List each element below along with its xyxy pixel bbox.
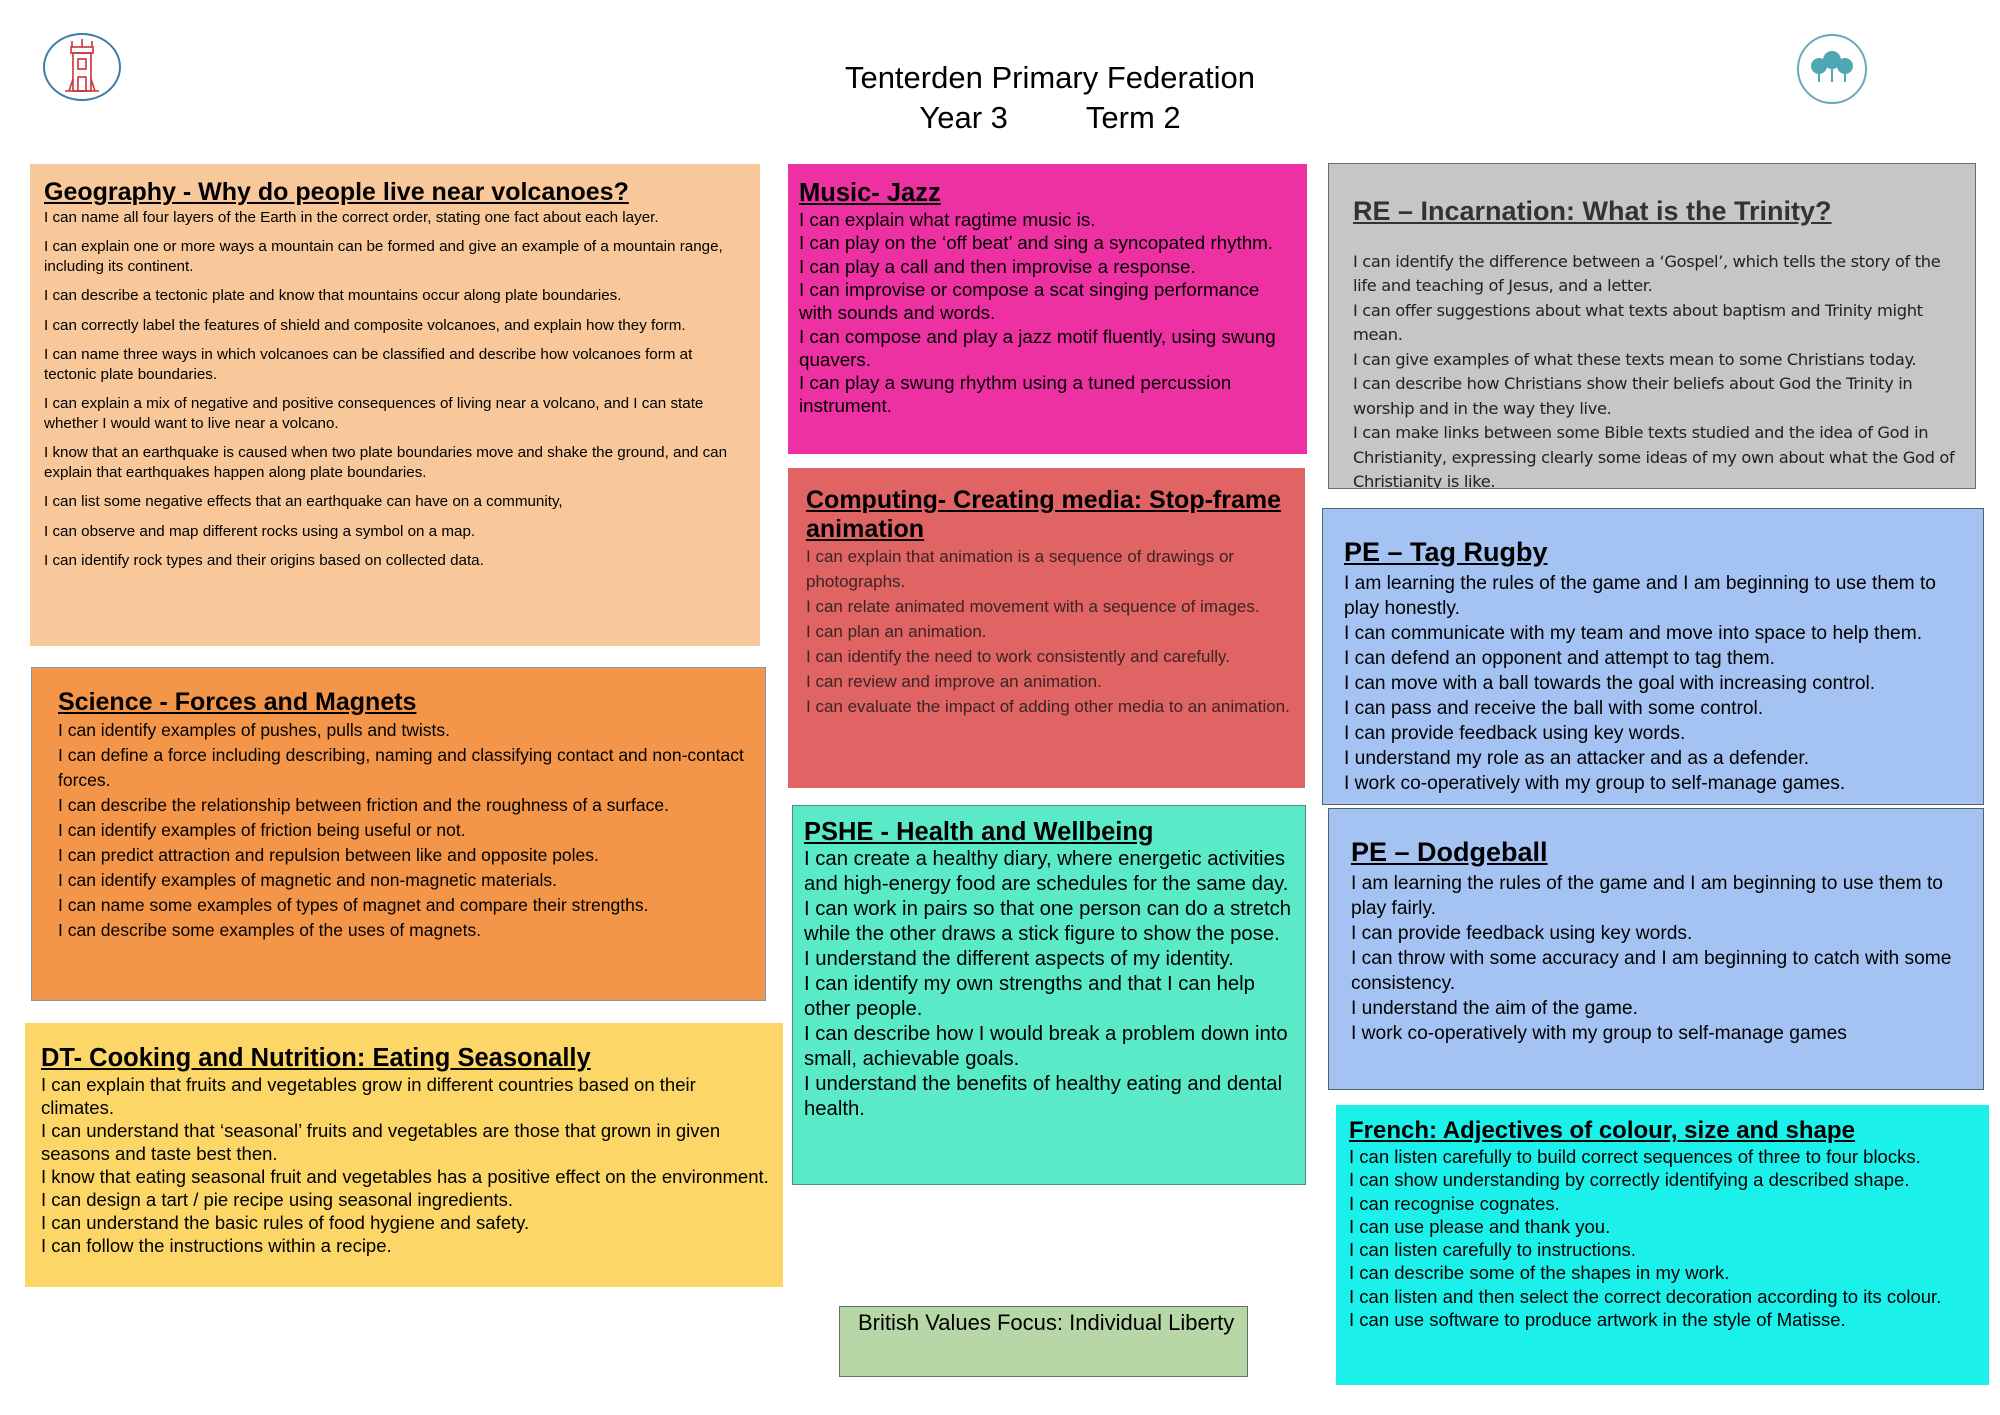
french-item: I can listen carefully to build correct … (1349, 1146, 1921, 1167)
computing-item: I can evaluate the impact of adding othe… (806, 697, 1290, 716)
geography-item: I can observe and map different rocks us… (44, 522, 476, 540)
pe-dodgeball-box: PE – Dodgeball I am learning the rules o… (1328, 808, 1984, 1090)
pshe-box: PSHE - Health and Wellbeing I can create… (792, 805, 1306, 1185)
computing-item: I can identify the need to work consiste… (806, 647, 1230, 666)
dt-item: I can understand that ‘seasonal’ fruits … (41, 1120, 721, 1165)
pe-tag-rugby-item: I can provide feedback using key words. (1344, 722, 1686, 744)
french-item: I can show understanding by correctly id… (1349, 1169, 1910, 1191)
pe-dodgeball-item: I can provide feedback using key words. (1351, 922, 1693, 944)
french-item: I can use please and thank you. (1349, 1215, 1611, 1237)
computing-title: Computing- Creating media: Stop-frame an… (806, 486, 1282, 543)
pe-tag-rugby-item: I can move with a ball towards the goal … (1344, 672, 1876, 694)
trees-icon (1811, 51, 1853, 82)
science-item: I can identify examples of friction bein… (58, 819, 466, 840)
pshe-item: I understand the different aspects of my… (804, 948, 1234, 971)
pshe-item: I understand the benefits of healthy eat… (804, 1073, 1283, 1121)
computing-item: I can review and improve an animation. (806, 672, 1102, 691)
french-item: I can listen carefully to instructions. (1349, 1239, 1636, 1261)
pshe-item: I can describe how I would break a probl… (804, 1023, 1288, 1071)
music-item: I can play a swung rhythm using a tuned … (799, 372, 1232, 417)
page-title: Tenterden Primary Federation (844, 60, 1256, 95)
dt-title: DT- Cooking and Nutrition: Eating Season… (41, 1044, 591, 1072)
computing-item: I can plan an animation. (806, 622, 987, 641)
dt-item: I can follow the instructions within a r… (41, 1235, 392, 1257)
dt-item: I can design a tart / pie recipe using s… (41, 1189, 514, 1211)
pe-dodgeball-item: I understand the aim of the game. (1351, 997, 1638, 1019)
british-values-text: British Values Focus: Individual Liberty (858, 1310, 1235, 1335)
pe-tag-rugby-box: PE – Tag Rugby I am learning the rules o… (1322, 508, 1984, 805)
british-values-box: British Values Focus: Individual Liberty (839, 1306, 1248, 1377)
pe-tag-rugby-item: I work co-operatively with my group to s… (1344, 772, 1846, 794)
re-box: RE – Incarnation: What is the Trinity? I… (1328, 163, 1976, 489)
year-label: Year 3 (919, 100, 1008, 135)
dt-item: I know that eating seasonal fruit and ve… (41, 1166, 769, 1188)
computing-item: I can explain that animation is a sequen… (806, 547, 1235, 591)
dt-item: I can understand the basic rules of food… (41, 1212, 530, 1234)
science-item: I can identify examples of magnetic and … (58, 869, 558, 890)
computing-box: Computing- Creating media: Stop-frame an… (788, 468, 1305, 788)
pe-tag-rugby-item: I am learning the rules of the game and … (1344, 572, 1936, 619)
geography-item: I can identify rock types and their orig… (44, 552, 484, 569)
pe-tag-rugby-item: I can communicate with my team and move … (1344, 622, 1923, 644)
pe-tag-rugby-item: I can pass and receive the ball with som… (1344, 697, 1764, 719)
science-item: I can describe the relationship between … (58, 794, 669, 815)
french-title: French: Adjectives of colour, size and s… (1349, 1117, 1855, 1144)
geography-item: I can name three ways in which volcanoes… (44, 346, 693, 383)
geography-item: I can explain a mix of negative and posi… (44, 395, 704, 432)
science-item: I can identify examples of pushes, pulls… (58, 719, 451, 740)
geography-item: I can list some negative effects that an… (44, 493, 563, 510)
school-logo-left (43, 33, 121, 101)
french-item: I can recognise cognates. (1349, 1192, 1560, 1214)
re-item: I can describe how Christians show their… (1353, 374, 1913, 418)
re-item: I can offer suggestions about what texts… (1353, 300, 1923, 345)
dt-item: I can explain that fruits and vegetables… (41, 1074, 696, 1119)
geography-item: I can name all four layers of the Earth … (44, 208, 659, 226)
music-item: I can play on the ‘off beat’ and sing a … (799, 232, 1274, 254)
pe-tag-rugby-title: PE – Tag Rugby (1344, 537, 1548, 567)
french-item: I can use software to produce artwork in… (1349, 1309, 1846, 1331)
geography-item: I can describe a tectonic plate and know… (44, 287, 622, 304)
science-title: Science - Forces and Magnets (58, 688, 417, 716)
music-item: I can explain what ragtime music is. (799, 209, 1096, 231)
geography-item: I can explain one or more ways a mountai… (44, 238, 723, 275)
music-box: Music- Jazz I can explain what ragtime m… (788, 164, 1307, 454)
music-item: I can play a call and then improvise a r… (799, 255, 1196, 277)
page-header: Tenterden Primary Federation Year 3 Term … (700, 58, 1400, 138)
pshe-item: I can identify my own strengths and that… (804, 973, 1255, 1021)
pe-dodgeball-item: I am learning the rules of the game and … (1351, 872, 1943, 919)
geography-title: Geography - Why do people live near volc… (44, 178, 629, 206)
term-label: Term 2 (1085, 100, 1181, 135)
geography-item: I know that an earthquake is caused when… (44, 444, 728, 481)
pe-dodgeball-item: I can throw with some accuracy and I am … (1351, 947, 1952, 994)
re-item: I can give examples of what these texts … (1353, 349, 1917, 369)
computing-item: I can relate animated movement with a se… (806, 597, 1260, 616)
geography-box: Geography - Why do people live near volc… (30, 164, 760, 646)
pe-dodgeball-title: PE – Dodgeball (1351, 837, 1548, 867)
geography-item: I can correctly label the features of sh… (44, 316, 686, 334)
french-item: I can listen and then select the correct… (1349, 1285, 1942, 1307)
re-title: RE – Incarnation: What is the Trinity? (1353, 196, 1832, 226)
science-item: I can name some examples of types of mag… (58, 894, 649, 915)
french-box: French: Adjectives of colour, size and s… (1336, 1105, 1989, 1385)
dt-box: DT- Cooking and Nutrition: Eating Season… (25, 1023, 783, 1287)
music-title: Music- Jazz (799, 179, 941, 207)
school-logo-right (1797, 34, 1867, 104)
pe-dodgeball-item: I work co-operatively with my group to s… (1351, 1022, 1847, 1044)
music-item: I can improvise or compose a scat singin… (799, 278, 1260, 324)
science-box: Science - Forces and Magnets I can ident… (31, 667, 766, 1001)
re-item: I can identify the difference between a … (1353, 251, 1941, 296)
pshe-item: I can create a healthy diary, where ener… (804, 848, 1289, 896)
pshe-title: PSHE - Health and Wellbeing (804, 818, 1154, 846)
music-item: I can compose and play a jazz motif flue… (799, 325, 1276, 370)
science-item: I can predict attraction and repulsion b… (58, 844, 599, 865)
science-item: I can define a force including describin… (58, 744, 744, 790)
pshe-item: I can work in pairs so that one person c… (804, 898, 1292, 946)
pe-tag-rugby-item: I understand my role as an attacker and … (1344, 747, 1810, 769)
re-item: I can make links between some Bible text… (1353, 423, 1955, 489)
french-item: I can describe some of the shapes in my … (1349, 1262, 1730, 1284)
pe-tag-rugby-item: I can defend an opponent and attempt to … (1344, 647, 1775, 669)
church-tower-icon (65, 39, 99, 92)
science-item: I can describe some examples of the uses… (58, 919, 482, 940)
year-term-line: Year 3 Term 2 (700, 98, 1400, 138)
